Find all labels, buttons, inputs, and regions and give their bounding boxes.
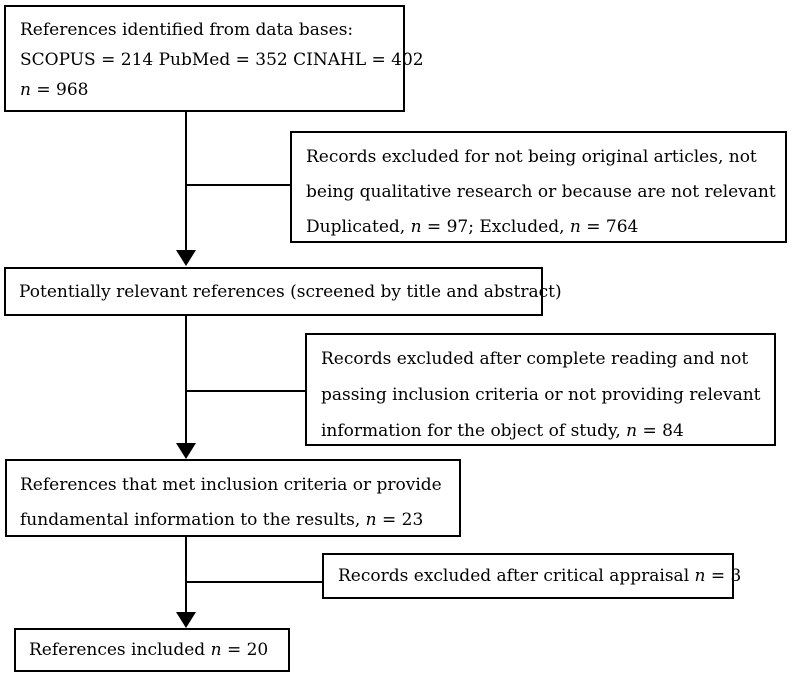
box-text-line: SCOPUS = 214 PubMed = 352 CINAHL = 402 [20, 50, 424, 70]
connector-vertical-3 [185, 536, 187, 612]
arrow-down-icon [176, 612, 196, 628]
box-text-line: Records excluded for not being original … [306, 147, 757, 167]
box-potentially-relevant: Potentially relevant references (screene… [4, 267, 562, 316]
box-text-line: passing inclusion criteria or not provid… [321, 385, 761, 405]
connector-branch-3 [186, 581, 322, 583]
box-text-line: References identified from data bases: [20, 20, 354, 40]
box-records-excluded-fulltext: Records excluded after complete reading … [305, 333, 776, 446]
box-text-line: n = 968 [20, 80, 89, 100]
box-text-line: Potentially relevant references (screene… [19, 281, 562, 302]
arrow-down-icon [176, 443, 196, 459]
connector-vertical-2 [185, 315, 187, 443]
box-references-met-criteria: References that met inclusion criteria o… [5, 459, 461, 537]
connector-branch-2 [186, 390, 305, 392]
arrow-down-icon [176, 250, 196, 266]
connector-vertical-1 [185, 111, 187, 250]
box-references-included: References included n = 20 [14, 628, 290, 672]
box-text-line: fundamental information to the results, … [20, 510, 424, 530]
box-records-excluded-screening: Records excluded for not being original … [290, 131, 787, 243]
box-text-line: References included n = 20 [29, 640, 269, 660]
box-text-line: Records excluded after critical appraisa… [338, 566, 742, 586]
box-text-line: being qualitative research or because ar… [306, 182, 776, 202]
box-references-identified: References identified from data bases: SC… [4, 5, 424, 112]
box-records-excluded-appraisal: Records excluded after critical appraisa… [322, 553, 742, 599]
box-text-line: Duplicated, n = 97; Excluded, n = 764 [306, 217, 639, 237]
connector-branch-1 [186, 184, 290, 186]
box-text-line: information for the object of study, n =… [321, 421, 684, 441]
box-text-line: References that met inclusion criteria o… [20, 475, 442, 495]
box-text-line: Records excluded after complete reading … [321, 349, 749, 369]
